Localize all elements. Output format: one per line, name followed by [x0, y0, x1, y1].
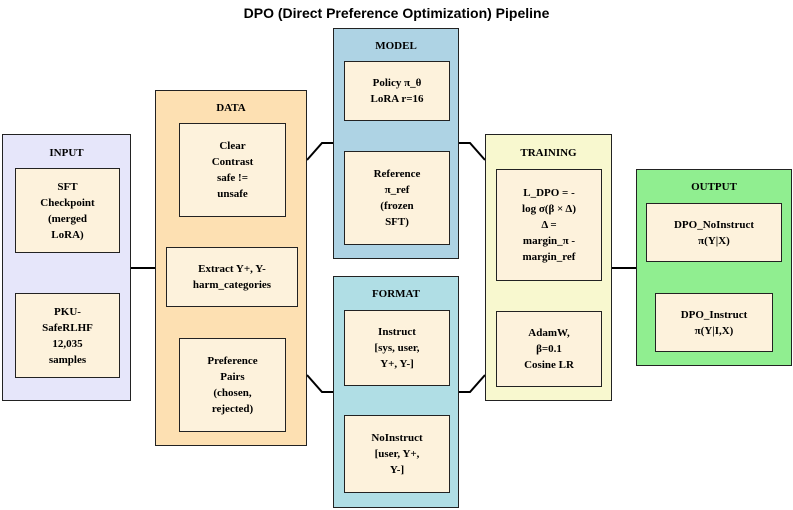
box-clear-contrast: Clear Contrast safe != unsafe — [179, 123, 286, 217]
box-pku-saferlhf: PKU- SafeRLHF 12,035 samples — [15, 293, 120, 378]
group-label-data: DATA — [216, 102, 246, 114]
box-extract-pairs: Extract Y+, Y- harm_categories — [166, 247, 298, 307]
group-label-model: MODEL — [375, 40, 417, 52]
group-input: INPUT SFT Checkpoint (merged LoRA) PKU- … — [2, 134, 131, 401]
box-policy: Policy π_θ LoRA r=16 — [344, 61, 450, 121]
box-reference: Reference π_ref (frozen SFT) — [344, 151, 450, 245]
box-dpo-noinstruct: DPO_NoInstruct π(Y|X) — [646, 203, 782, 262]
group-model: MODEL Policy π_θ LoRA r=16 Reference π_r… — [333, 28, 459, 259]
group-label-input: INPUT — [49, 147, 84, 159]
group-training: TRAINING L_DPO = - log σ(β × Δ) Δ = marg… — [485, 134, 612, 401]
diagram-title: DPO (Direct Preference Optimization) Pip… — [243, 5, 550, 21]
box-noinstruct: NoInstruct [user, Y+, Y-] — [344, 415, 450, 493]
edge-data-model — [306, 142, 333, 161]
box-optimizer: AdamW, β=0.1 Cosine LR — [496, 311, 602, 387]
group-label-training: TRAINING — [520, 147, 577, 159]
box-dpo-loss: L_DPO = - log σ(β × Δ) Δ = margin_π - ma… — [496, 169, 602, 281]
box-dpo-instruct: DPO_Instruct π(Y|I,X) — [655, 293, 773, 352]
edge-data-format — [306, 374, 333, 393]
group-output: OUTPUT DPO_NoInstruct π(Y|X) DPO_Instruc… — [636, 169, 792, 366]
edge-model-training — [459, 142, 486, 161]
box-instruct: Instruct [sys, user, Y+, Y-] — [344, 310, 450, 386]
edge-format-training — [459, 374, 486, 393]
group-data: DATA Clear Contrast safe != unsafe Extra… — [155, 90, 307, 446]
box-sft-checkpoint: SFT Checkpoint (merged LoRA) — [15, 168, 120, 253]
group-label-output: OUTPUT — [691, 181, 737, 193]
group-label-format: FORMAT — [371, 288, 421, 300]
box-preference-pairs: Preference Pairs (chosen, rejected) — [179, 338, 286, 432]
group-format: FORMAT Instruct [sys, user, Y+, Y-] NoIn… — [333, 276, 459, 508]
